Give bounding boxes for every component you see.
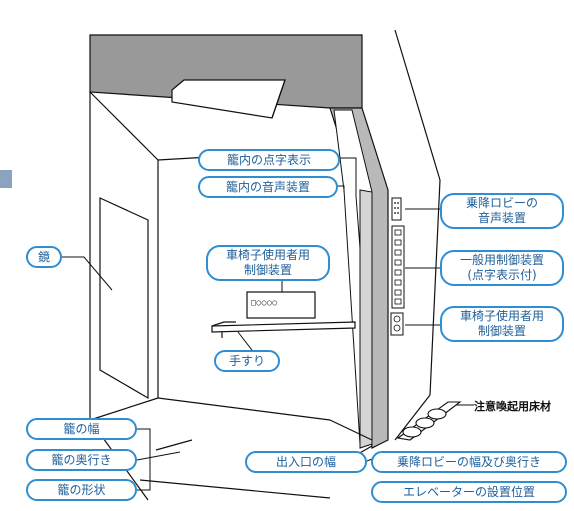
label-kurumaisu-center-line2: 制御装置 (243, 263, 292, 277)
door-jamb (359, 189, 373, 449)
label-ippan-line1: 一般用制御装置 (459, 253, 544, 267)
label-kago-haba: 籠の幅 (26, 418, 137, 440)
label-lobby-haba: 乗降ロビーの幅及び奥行き (371, 451, 567, 473)
label-kurumaisu-center: 車椅子使用者用 制御装置 (206, 245, 330, 281)
label-ippan: 一般用制御装置 (点字表示付) (440, 250, 564, 286)
mirror (99, 197, 149, 400)
general-control-buttons (394, 229, 402, 305)
label-kago-okuyuki: 籠の奥行き (26, 449, 137, 471)
label-kurumaisu-right-line1: 車椅子使用者用 (459, 309, 544, 323)
label-kago-onsei: 籠内の音声装置 (198, 176, 338, 198)
wheelchair-button-1 (393, 315, 401, 323)
ceiling-light (171, 79, 286, 119)
label-lobby-onsei: 乗降ロビーの 音声装置 (440, 193, 564, 229)
leader-lines (62, 157, 474, 491)
label-kurumaisu-center-line1: 車椅子使用者用 (225, 248, 310, 262)
label-deiriguchi: 出入口の幅 (245, 451, 367, 473)
wheelchair-panel-center (246, 291, 316, 319)
label-kago-keijou: 籠の形状 (26, 479, 137, 501)
general-control-panel (391, 225, 405, 309)
lobby-speaker (391, 197, 402, 221)
label-lobby-onsei-line2: 音声装置 (477, 211, 526, 225)
wheelchair-button-2 (393, 324, 401, 332)
handrail (211, 321, 356, 338)
lobby-speaker-holes (394, 202, 399, 214)
ceiling-light-edge (271, 79, 286, 119)
label-tesuri: 手すり (214, 350, 280, 372)
left-accent-strip (0, 170, 12, 188)
label-chuui: 注意喚起用床材 (474, 400, 551, 413)
label-ippan-line2: (点字表示付) (467, 268, 537, 282)
label-kurumaisu-right: 車椅子使用者用 制御装置 (440, 306, 564, 342)
panel-buttons-text: □○○○○ (251, 298, 278, 307)
warning-floor-tiles (396, 401, 462, 441)
label-kago-tenji: 籠内の点字表示 (198, 149, 340, 171)
label-setchi: エレベーターの設置位置 (371, 481, 567, 503)
label-kagami: 鏡 (26, 246, 62, 268)
label-kurumaisu-right-line2: 制御装置 (477, 324, 526, 338)
label-lobby-onsei-line1: 乗降ロビーの (465, 196, 538, 210)
